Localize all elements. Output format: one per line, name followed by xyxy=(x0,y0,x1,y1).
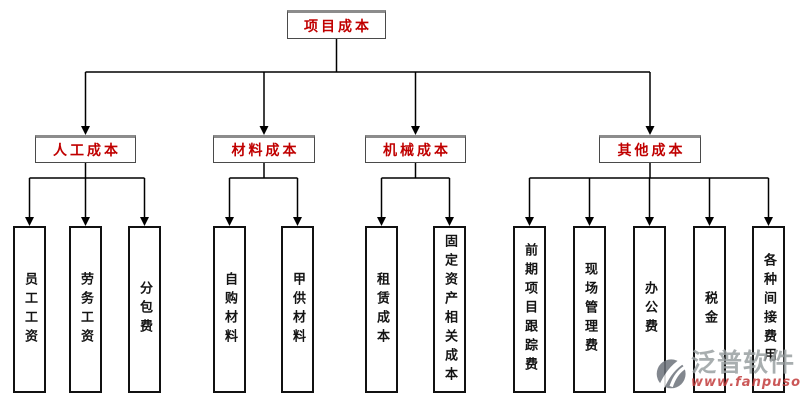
node-label: 现场管理费 xyxy=(582,262,597,357)
connector-arrows xyxy=(25,126,773,226)
node-labor-cost: 人工成本 xyxy=(35,135,136,163)
node-labor-service-wages: 劳务工资 xyxy=(69,226,102,393)
node-site-management-fee: 现场管理费 xyxy=(573,226,606,393)
node-label: 甲供材料 xyxy=(290,271,305,348)
node-label: 税金 xyxy=(702,290,717,329)
node-label: 员工工资 xyxy=(22,271,37,348)
node-label: 分包费 xyxy=(137,281,152,338)
node-label: 租赁成本 xyxy=(374,271,389,348)
node-other-cost: 其他成本 xyxy=(599,135,701,163)
node-owner-supplied-materials: 甲供材料 xyxy=(281,226,314,393)
node-label: 办公费 xyxy=(642,281,657,338)
node-label: 各种间接费用 xyxy=(761,252,776,367)
node-indirect-expenses: 各种间接费用 xyxy=(752,226,785,393)
node-label: 劳务工资 xyxy=(78,271,93,348)
node-tax: 税金 xyxy=(693,226,726,393)
node-employee-wages: 员工工资 xyxy=(13,226,46,393)
node-label: 固定资产相关成本 xyxy=(442,233,457,386)
node-machinery-cost: 机械成本 xyxy=(365,135,466,163)
node-self-purchased-materials: 自购材料 xyxy=(213,226,246,393)
node-label: 前期项目跟踪费 xyxy=(522,243,537,376)
node-project-cost: 项目成本 xyxy=(287,10,386,39)
node-fixed-asset-cost: 固定资产相关成本 xyxy=(433,226,466,393)
node-office-fee: 办公费 xyxy=(633,226,666,393)
node-subcontract-fee: 分包费 xyxy=(128,226,161,393)
node-rental-cost: 租赁成本 xyxy=(365,226,398,393)
node-label: 自购材料 xyxy=(222,271,237,348)
node-early-project-tracking-fee: 前期项目跟踪费 xyxy=(513,226,546,393)
node-material-cost: 材料成本 xyxy=(213,135,315,163)
